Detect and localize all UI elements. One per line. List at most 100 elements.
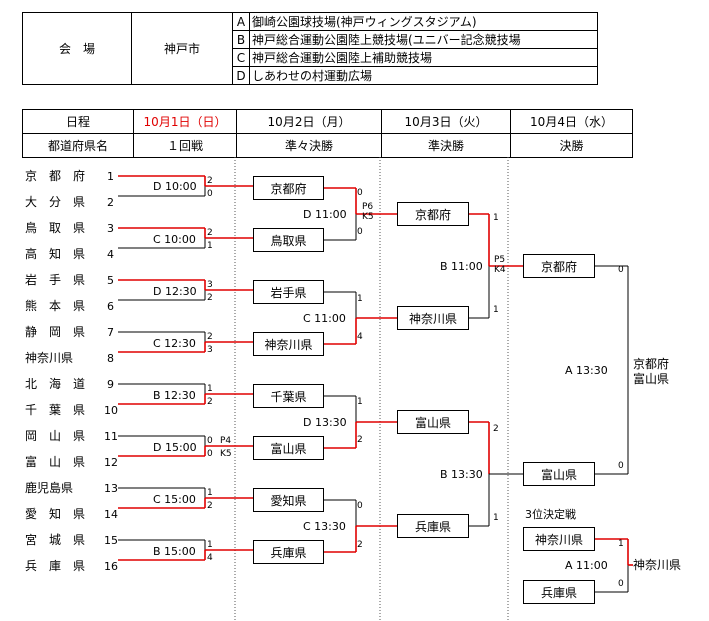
third-score: 0	[618, 579, 624, 589]
third-team-box: 神奈川県	[523, 527, 595, 551]
match-score: 2	[207, 228, 213, 238]
qf-team-box: 神奈川県	[253, 332, 324, 356]
match-score: 2	[493, 424, 499, 434]
final-score: 0	[618, 265, 624, 275]
match-score: 0	[357, 188, 363, 198]
match-time: C 11:00	[303, 312, 346, 325]
match-score: 0	[357, 227, 363, 237]
venue-label: 会 場	[22, 12, 132, 85]
team-name: 静 岡 県	[25, 325, 86, 339]
match-score: 1	[357, 397, 363, 407]
team-number: 12	[104, 456, 118, 469]
team-number: 14	[104, 508, 118, 521]
team-name: 富 山 県	[25, 455, 86, 469]
day-date-4: 10月4日（水）	[510, 109, 633, 134]
pk-score: P5	[494, 255, 506, 265]
qf-team-box: 京都府	[253, 176, 324, 200]
match-score: 0	[207, 436, 213, 446]
team-number: 6	[107, 300, 114, 313]
sf-team-box: 京都府	[397, 202, 469, 226]
team-number: 11	[104, 430, 118, 443]
qf-team-box: 岩手県	[253, 280, 324, 304]
match-time: B 11:00	[440, 260, 483, 273]
qf-team-box: 兵庫県	[253, 540, 324, 564]
team-name: 兵 庫 県	[25, 559, 86, 573]
team-name: 宮 城 県	[25, 533, 86, 547]
team-number: 2	[107, 196, 114, 209]
qf-team-box: 富山県	[253, 436, 324, 460]
sf-team-box: 兵庫県	[397, 514, 469, 538]
final-score: 0	[618, 461, 624, 471]
third-score: 1	[618, 539, 624, 549]
match-score: 0	[357, 501, 363, 511]
third-place-label: 3位決定戦	[525, 508, 576, 521]
team-number: 1	[107, 170, 114, 183]
pk-score: K5	[362, 212, 374, 222]
match-score: 0	[207, 449, 213, 459]
pk-score: P6	[362, 202, 374, 212]
team-name: 京 都 府	[25, 169, 86, 183]
match-score: 1	[493, 213, 499, 223]
venue-city: 神戸市	[131, 12, 233, 85]
day-date-1: 10月1日（日）	[133, 109, 237, 134]
venue-name: 神戸総合運動公園陸上競技場(ユニバー記念競技場	[249, 30, 598, 49]
team-number: 10	[104, 404, 118, 417]
team-name: 岡 山 県	[25, 429, 86, 443]
venue-table: 会 場 神戸市 A 御崎公園球技場(神戸ウィングスタジアム) B 神戸総合運動公…	[22, 12, 598, 85]
team-number: 5	[107, 274, 114, 287]
match-score: 1	[207, 241, 213, 251]
team-name: 高 知 県	[25, 247, 86, 261]
match-score: 2	[357, 540, 363, 550]
third-result: 神奈川県	[633, 558, 682, 572]
day-date-3: 10月3日（火）	[381, 109, 511, 134]
match-time: D 12:30	[153, 285, 197, 298]
team-name: 鹿児島県	[25, 481, 74, 495]
team-number: 3	[107, 222, 114, 235]
match-score: 1	[493, 305, 499, 315]
final-team-box: 富山県	[523, 462, 595, 486]
qf-team-box: 愛知県	[253, 488, 324, 512]
pk-score: K5	[220, 449, 232, 459]
team-name: 鳥 取 県	[25, 221, 86, 235]
match-score: 1	[207, 540, 213, 550]
team-name: 熊 本 県	[25, 299, 86, 313]
final-team-box: 京都府	[523, 254, 595, 278]
venue-name: しあわせの村運動広場	[249, 66, 598, 85]
team-name: 神奈川県	[25, 351, 74, 365]
match-score: 2	[207, 293, 213, 303]
match-score: 2	[207, 332, 213, 342]
team-number: 4	[107, 248, 114, 261]
team-name: 北 海 道	[25, 377, 86, 391]
match-time: C 13:30	[303, 520, 346, 533]
team-number: 9	[107, 378, 114, 391]
pref-label: 都道府県名	[22, 133, 134, 158]
final-result: 富山県	[633, 372, 670, 386]
team-number: 15	[104, 534, 118, 547]
match-time: C 15:00	[153, 493, 196, 506]
third-team-box: 兵庫県	[523, 580, 595, 604]
team-name: 大 分 県	[25, 195, 86, 209]
qf-team-box: 千葉県	[253, 384, 324, 408]
match-time: C 12:30	[153, 337, 196, 350]
team-number: 7	[107, 326, 114, 339]
qf-team-box: 鳥取県	[253, 228, 324, 252]
team-name: 愛 知 県	[25, 507, 86, 521]
match-score: 4	[207, 553, 213, 563]
final-result: 京都府	[633, 357, 670, 371]
match-time: B 12:30	[153, 389, 196, 402]
final-time: A 13:30	[565, 364, 608, 377]
match-score: 0	[207, 189, 213, 199]
match-score: 4	[357, 332, 363, 342]
match-score: 1	[207, 488, 213, 498]
team-name: 岩 手 県	[25, 273, 86, 287]
match-score: 2	[207, 501, 213, 511]
match-score: 1	[207, 384, 213, 394]
day-round-3: 準決勝	[381, 133, 511, 158]
match-score: 3	[207, 280, 213, 290]
match-time: B 13:30	[440, 468, 483, 481]
sf-team-box: 神奈川県	[397, 306, 469, 330]
match-score: 2	[207, 397, 213, 407]
team-number: 16	[104, 560, 118, 573]
day-round-1: １回戦	[133, 133, 237, 158]
